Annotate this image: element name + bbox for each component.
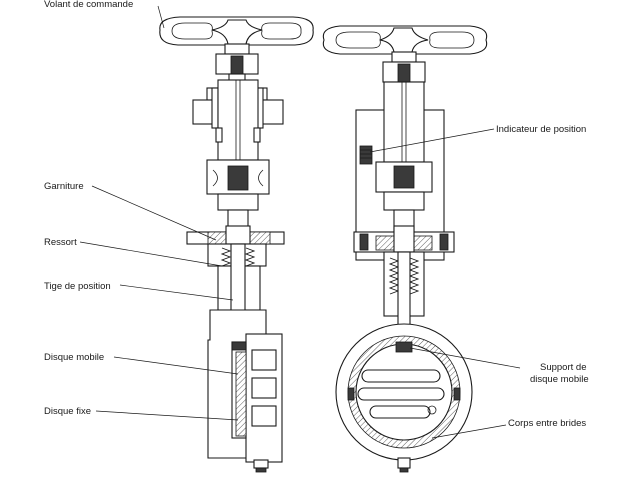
leader-spring <box>79 241 223 267</box>
label-wafer-body: Corps entre brides <box>508 418 586 429</box>
wafer-body-right <box>335 323 473 473</box>
label-position-indicator: Indicateur de position <box>496 124 586 135</box>
label-handwheel: Volant de commande <box>44 0 133 10</box>
label-spring: Ressort <box>44 237 77 248</box>
leader-position-stem <box>119 284 234 301</box>
bonnet-left <box>192 79 284 233</box>
valve-body-left <box>207 243 283 473</box>
left-side-section-view <box>159 16 314 473</box>
leader-fixed-disc <box>95 410 239 421</box>
label-moving-disc: Disque mobile <box>44 352 104 363</box>
right-front-section-view <box>322 25 488 473</box>
label-fixed-disc: Disque fixe <box>44 406 91 417</box>
leader-moving-disc <box>113 356 239 375</box>
label-moving-disc-support-2: disque mobile <box>530 374 589 385</box>
leader-lines <box>79 5 521 439</box>
label-moving-disc-support-1: Support de <box>540 362 586 373</box>
labels: Volant de commande Garniture Ressort Tig… <box>44 0 589 429</box>
leader-moving-disc-support <box>409 347 521 369</box>
leader-packing <box>91 185 217 241</box>
leader-handwheel <box>157 5 165 29</box>
leader-position-indicator <box>369 128 495 153</box>
handwheel-right <box>322 25 488 83</box>
label-packing: Garniture <box>44 181 84 192</box>
label-position-stem: Tige de position <box>44 281 111 292</box>
handwheel-left <box>159 16 314 89</box>
leader-wafer-body <box>431 424 507 439</box>
